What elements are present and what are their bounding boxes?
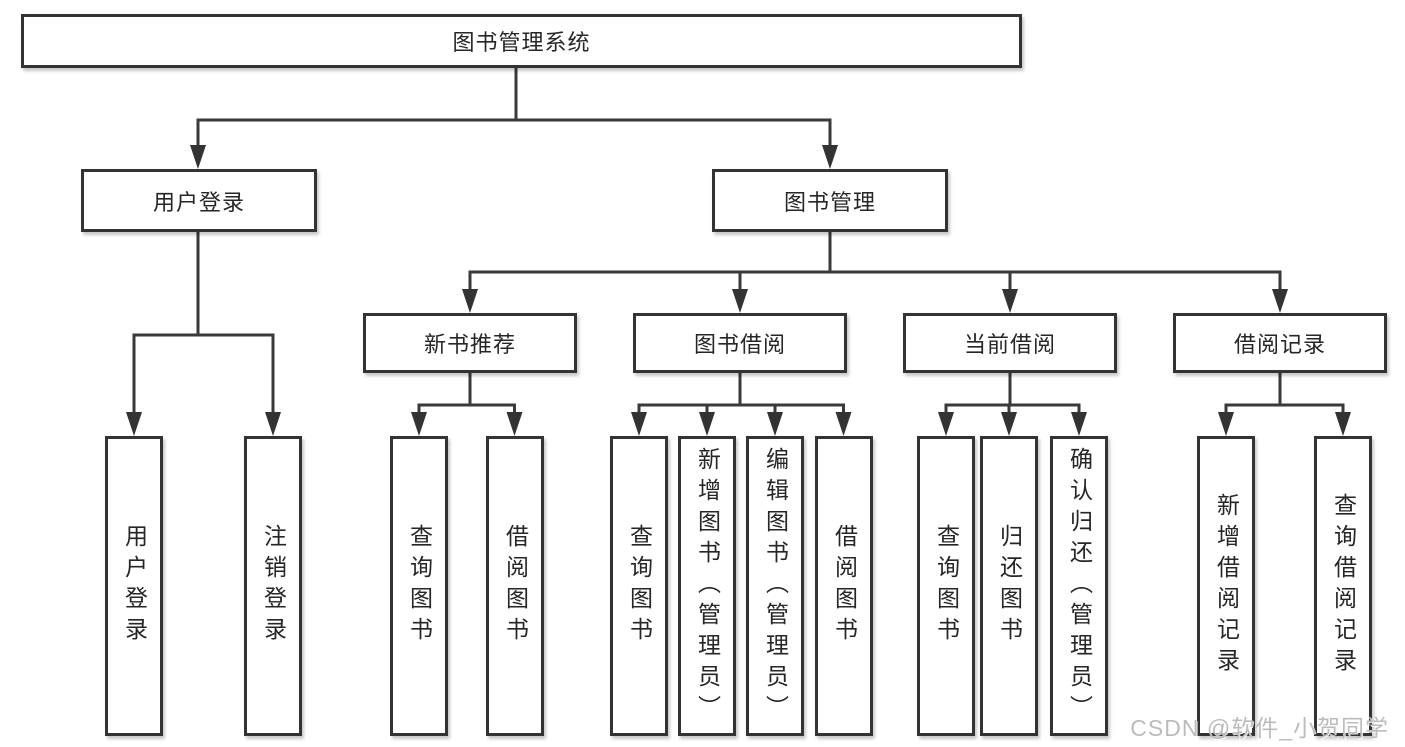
arrowhead-icons bbox=[126, 145, 1351, 436]
node-query-books-recommend: 查询图书 bbox=[390, 436, 448, 736]
node-add-books-admin: 新增图书（管理员） bbox=[678, 436, 736, 736]
node-book-borrowing: 图书借阅 bbox=[633, 313, 847, 373]
tree-edges bbox=[132, 68, 1345, 414]
node-logout: 注销登录 bbox=[244, 436, 302, 736]
node-borrow-records: 借阅记录 bbox=[1173, 313, 1387, 373]
node-borrow-books-recommend: 借阅图书 bbox=[486, 436, 544, 736]
node-query-borrow-record: 查询借阅记录 bbox=[1314, 436, 1372, 736]
node-user-login-leaf: 用户登录 bbox=[105, 436, 163, 736]
node-borrow-books-leaf: 借阅图书 bbox=[815, 436, 873, 736]
node-return-books: 归还图书 bbox=[980, 436, 1038, 736]
node-library-system: 图书管理系统 bbox=[21, 14, 1022, 68]
node-confirm-return-admin: 确认归还（管理员） bbox=[1050, 436, 1108, 736]
node-new-book-recommend: 新书推荐 bbox=[363, 313, 577, 373]
watermark-csdn: CSDN @软件_小贺同学 bbox=[1130, 715, 1389, 741]
node-book-management: 图书管理 bbox=[712, 169, 948, 232]
node-query-books-current: 查询图书 bbox=[917, 436, 975, 736]
node-query-books-borrowing: 查询图书 bbox=[610, 436, 668, 736]
node-edit-books-admin: 编辑图书（管理员） bbox=[746, 436, 804, 736]
node-current-borrowing: 当前借阅 bbox=[903, 313, 1117, 373]
node-user-login: 用户登录 bbox=[81, 169, 317, 232]
node-add-borrow-record: 新增借阅记录 bbox=[1197, 436, 1255, 736]
